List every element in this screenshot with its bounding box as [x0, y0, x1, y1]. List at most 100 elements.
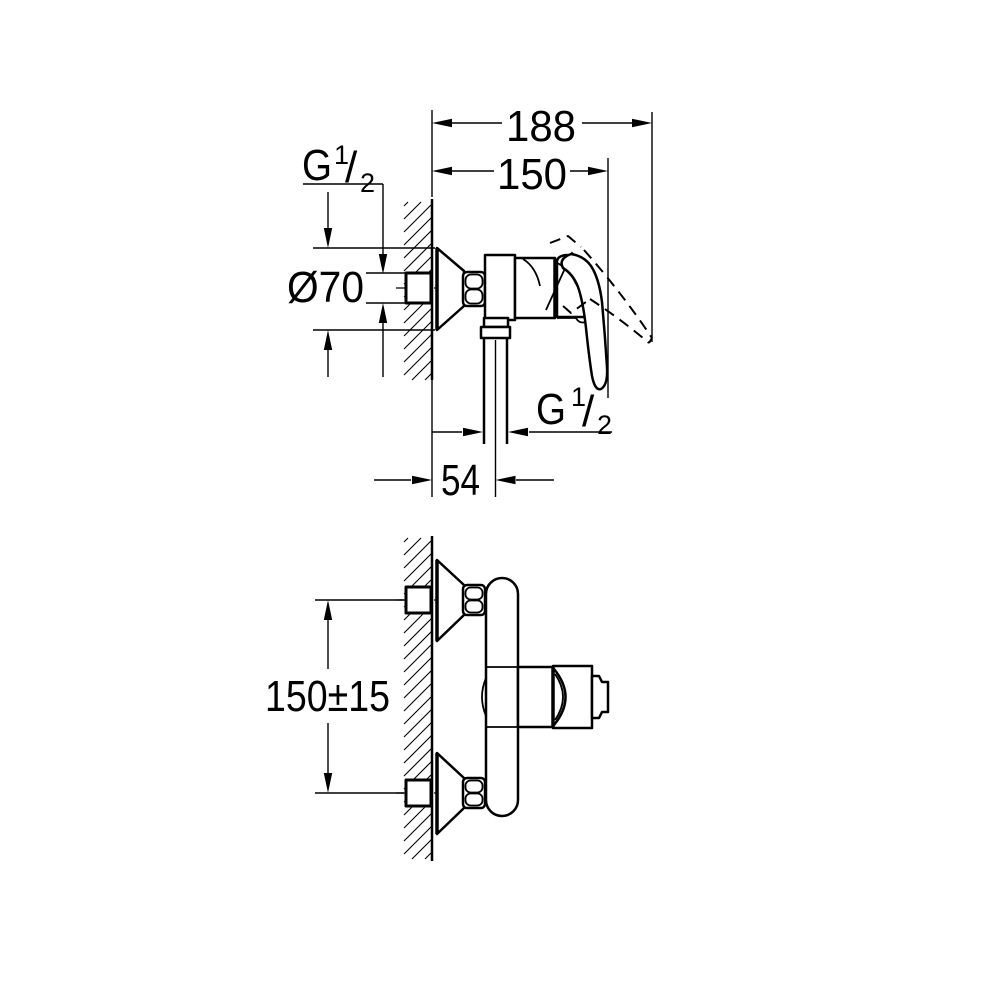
wall-hatching: [403, 201, 433, 381]
front-view-wall: [403, 536, 434, 861]
hub-outer-arc: [553, 668, 567, 726]
cartridge-arc: [522, 258, 541, 287]
nut-flat-top: [464, 586, 484, 601]
dim-label-outlet-offset: 54: [441, 456, 480, 505]
hatch-line: [403, 669, 433, 699]
dimension-outlet-offset: 54: [374, 456, 554, 505]
arrowhead: [323, 773, 333, 793]
lower-connection: [396, 751, 487, 836]
dim-label-depth-to-handle: 150: [497, 150, 567, 199]
dimension-connection-spacing: 150±15: [265, 599, 404, 794]
dimension-overall-depth: 188: [431, 102, 653, 342]
hatch-line: [403, 747, 433, 777]
arrowhead: [432, 166, 452, 176]
supply-pipe-square: [404, 585, 433, 615]
wall-thread-prefix: G: [302, 141, 332, 190]
outlet-thread-denominator: 2: [597, 410, 612, 440]
wall-thread-numerator: 1: [334, 140, 349, 170]
hatch-line: [403, 537, 409, 543]
label-outlet-thread: G 1 / 2: [432, 382, 612, 440]
cartridge-section: [516, 665, 555, 729]
arrowhead: [463, 427, 483, 437]
arrowhead: [323, 228, 333, 248]
supply-connection: [396, 271, 440, 305]
body-left-bulge: [481, 677, 487, 717]
union-nut: [461, 270, 487, 308]
hatch-line: [403, 307, 433, 337]
hatch-line: [403, 552, 433, 582]
hatch-line: [403, 333, 433, 363]
mixer-body-front: [481, 576, 610, 818]
supply-pipe-square: [404, 271, 433, 305]
hatch-line: [411, 838, 433, 860]
hatch-line: [403, 825, 433, 855]
hatch-line: [403, 708, 433, 738]
hatch-line: [403, 537, 422, 556]
nut-flat-top: [464, 779, 484, 794]
dim-label-connection-spacing: 150±15: [265, 672, 390, 721]
side-view: 188 150 G 1 / 2: [287, 102, 653, 505]
dashed-lever-chevron: [562, 298, 591, 314]
shower-outlet: [479, 316, 512, 497]
hatch-line: [403, 630, 433, 660]
hatch-line: [403, 721, 433, 751]
nut-flat-bottom: [464, 288, 484, 305]
arrowhead: [508, 427, 528, 437]
hatch-line: [403, 682, 433, 712]
body-cartridge-block: [513, 256, 557, 320]
dashed-lever-lower-edge: [589, 298, 650, 344]
hatch-line: [403, 320, 433, 350]
wall-thread-slash: /: [345, 143, 358, 192]
escutcheon: [435, 246, 466, 332]
dome-bottom-lip: [557, 317, 587, 324]
hatch-line: [403, 734, 433, 764]
dim-label-escutcheon-diameter: Ø70: [287, 263, 364, 312]
arrowhead: [323, 600, 333, 620]
wall-thread-denominator: 2: [360, 168, 375, 198]
dim-label-overall-depth: 188: [506, 102, 576, 151]
hatch-line: [403, 656, 433, 686]
side-view-wall: [403, 199, 434, 497]
outlet-thread-numerator: 1: [571, 382, 586, 412]
escutcheon-cone: [435, 246, 466, 332]
arrowhead: [323, 330, 333, 350]
handle-end-cap: [590, 674, 610, 720]
hatch-line: [403, 617, 433, 647]
dashed-lever-upper-edge: [583, 249, 653, 339]
arrowhead: [412, 475, 432, 485]
dimension-depth-to-handle: 150: [432, 150, 608, 199]
outlet-collar: [479, 325, 512, 340]
upper-connection: [396, 558, 487, 643]
outlet-thread-slash: /: [582, 387, 595, 436]
hatch-line: [403, 229, 433, 259]
arrowhead: [378, 303, 388, 323]
hatch-line: [403, 539, 433, 569]
arrowhead: [495, 475, 516, 485]
arrowhead: [632, 118, 652, 128]
body-inlet-block: [483, 253, 517, 322]
arrowhead: [378, 254, 388, 274]
outlet-thread-prefix: G: [536, 385, 566, 434]
escutcheon-cone: [435, 751, 466, 836]
arrowhead: [588, 166, 608, 176]
label-wall-thread: G 1 / 2: [302, 140, 406, 377]
arrowhead: [432, 118, 452, 128]
body-column: [484, 576, 520, 818]
hatch-line: [403, 201, 409, 207]
hub-inner-arc: [554, 673, 564, 721]
hatch-line: [403, 216, 433, 246]
handle-lever-closed: [560, 252, 609, 391]
dashed-lever-top: [549, 235, 582, 248]
hatch-line: [403, 812, 433, 842]
outlet-neck: [482, 316, 510, 329]
nut-flat-top: [464, 273, 484, 290]
escutcheon-cone: [435, 558, 466, 643]
hatch-line: [403, 201, 422, 220]
hatch-line: [403, 643, 433, 673]
hatch-line: [403, 695, 433, 725]
front-view: 150±15: [265, 536, 610, 861]
nut-flat-bottom: [464, 792, 484, 807]
hatch-line: [403, 242, 433, 272]
